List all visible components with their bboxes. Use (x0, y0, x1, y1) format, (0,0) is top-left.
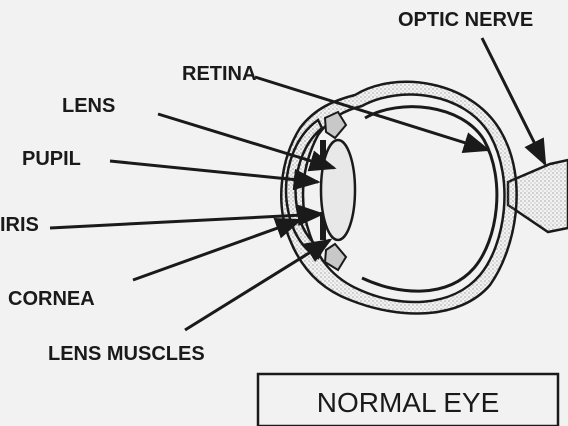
label-cornea: CORNEA (8, 288, 95, 310)
label-lens-muscles: LENS MUSCLES (48, 343, 205, 365)
arrow-cornea (133, 220, 300, 280)
arrow-optic-nerve (482, 38, 545, 164)
lens-shape (321, 140, 355, 240)
label-lens: LENS (62, 95, 115, 117)
label-optic-nerve: OPTIC NERVE (398, 9, 533, 31)
label-iris: IRIS (0, 214, 39, 236)
retina-layer (362, 107, 497, 291)
diagram-title: NORMAL EYE (317, 387, 500, 418)
sclera (281, 82, 516, 314)
title-box: NORMAL EYE (258, 374, 558, 426)
label-retina: RETINA (182, 63, 256, 85)
label-pupil: PUPIL (22, 148, 81, 170)
